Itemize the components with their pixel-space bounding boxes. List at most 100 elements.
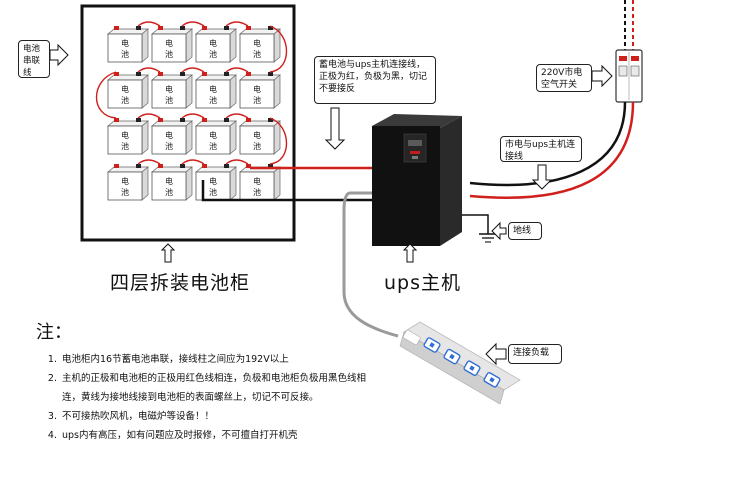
battery-label: 电 — [209, 176, 217, 186]
battery-icon: 电池 — [151, 164, 193, 201]
battery-label: 池 — [165, 95, 173, 105]
battery-label: 电 — [121, 38, 129, 48]
battery-label: 电 — [165, 130, 173, 140]
battery-label: 电 — [253, 84, 261, 94]
socket-icon — [423, 337, 441, 353]
battery-icon: 电池 — [107, 72, 149, 109]
battery-label: 电 — [121, 176, 129, 186]
callout-ground-wire: 地线 — [508, 222, 542, 240]
series-link-wire — [181, 159, 205, 165]
battery-label: 池 — [253, 49, 261, 59]
ground-wire — [460, 214, 489, 234]
series-link-wire — [225, 159, 249, 165]
battery-label: 池 — [253, 187, 261, 197]
power-strip-icon — [399, 321, 521, 405]
battery-label: 池 — [209, 95, 217, 105]
note-item: ups内有高压，如有问题应及时报修，不可擅自打开机壳 — [60, 426, 366, 445]
series-link-wire — [137, 67, 161, 73]
callout-battery-ups-wire: 蓄电池与ups主机连接线，正极为红，负极为黑，切记不要接反 — [314, 56, 436, 104]
down-arrow-icon — [324, 107, 553, 190]
series-row-wire — [269, 117, 288, 165]
battery-label: 电 — [165, 38, 173, 48]
ground-symbol-icon — [479, 233, 497, 243]
mains-live-wire — [469, 101, 635, 199]
battery-icon: 电池 — [107, 118, 149, 155]
battery-icon: 电池 — [239, 164, 281, 201]
caption-battery-cabinet: 四层拆装电池柜 — [110, 272, 251, 294]
series-row-wire — [269, 25, 288, 73]
battery-label: 电 — [121, 84, 129, 94]
battery-icon: 电池 — [151, 72, 193, 109]
battery-label: 池 — [253, 141, 261, 151]
series-link-wire — [181, 21, 205, 27]
battery-label: 池 — [121, 95, 129, 105]
socket-icon — [463, 360, 481, 376]
callout-breaker-switch: 220V市电空气开关 — [536, 64, 592, 92]
battery-label: 池 — [165, 141, 173, 151]
series-link-wire — [137, 159, 161, 165]
socket-icon — [483, 372, 501, 388]
battery-label: 池 — [165, 49, 173, 59]
battery-label: 池 — [209, 187, 217, 197]
battery-label: 电 — [165, 84, 173, 94]
battery-label: 池 — [209, 141, 217, 151]
notes-title: 注： — [36, 322, 72, 343]
battery-icon: 电池 — [239, 118, 281, 155]
battery-label: 池 — [253, 95, 261, 105]
battery-icon: 电池 — [195, 26, 237, 63]
battery-icon: 电池 — [195, 118, 237, 155]
series-link-wire — [225, 21, 249, 27]
callout-mains-ups-wire: 市电与ups主机连接线 — [500, 136, 582, 162]
battery-icon: 电池 — [107, 26, 149, 63]
series-link-wire — [137, 21, 161, 27]
series-link-wire — [181, 113, 205, 119]
battery-icon: 电池 — [239, 26, 281, 63]
ups-tower-icon — [372, 114, 462, 246]
battery-label: 池 — [209, 49, 217, 59]
battery-label: 电 — [253, 38, 261, 48]
battery-icon: 电池 — [151, 26, 193, 63]
series-link-wire — [181, 67, 205, 73]
notes-list: 电池柜内16节蓄电池串联，接线柱之间应为192V以上主机的正极和电池柜的正极用红… — [36, 350, 366, 445]
callout-load-connect: 连接负载 — [508, 344, 562, 364]
battery-label: 池 — [165, 187, 173, 197]
air-breaker-icon — [615, 49, 643, 103]
note-item: 主机的正极和电池柜的正极用红色线相连，负极和电池柜负极用黑色线相连，黄线为接地线… — [60, 369, 366, 407]
up-arrow-icon — [160, 243, 418, 263]
battery-icon: 电池 — [195, 164, 237, 201]
callout-series-wire: 电池串联线 — [18, 40, 50, 78]
battery-label: 池 — [121, 49, 129, 59]
battery-icon: 电池 — [195, 72, 237, 109]
right-arrow-icon — [591, 64, 613, 88]
battery-icon: 电池 — [151, 118, 193, 155]
series-link-wire — [225, 113, 249, 119]
series-row-wire — [95, 71, 117, 119]
battery-label: 池 — [121, 187, 129, 197]
battery-icon: 电池 — [239, 72, 281, 109]
battery-label: 电 — [165, 176, 173, 186]
notes-section: 注： 电池柜内16节蓄电池串联，接线柱之间应为192V以上主机的正极和电池柜的正… — [36, 322, 366, 445]
battery-label: 电 — [253, 176, 261, 186]
series-link-wire — [137, 113, 161, 119]
left-arrow-icon — [485, 342, 507, 366]
note-item: 不可接热吹风机，电磁炉等设备！！ — [60, 407, 366, 426]
battery-label: 池 — [121, 141, 129, 151]
battery-label: 电 — [209, 84, 217, 94]
right-arrow-icon — [49, 43, 69, 67]
battery-label: 电 — [253, 130, 261, 140]
note-item: 电池柜内16节蓄电池串联，接线柱之间应为192V以上 — [60, 350, 366, 369]
socket-icon — [443, 348, 461, 365]
battery-label: 电 — [209, 130, 217, 140]
battery-icon: 电池 — [107, 164, 149, 201]
left-arrow-icon — [491, 221, 507, 241]
caption-ups-host: ups主机 — [384, 272, 462, 294]
battery-label: 电 — [121, 130, 129, 140]
load-output-cable — [342, 191, 399, 338]
mains-neutral-wire — [469, 101, 627, 187]
battery-label: 电 — [209, 38, 217, 48]
series-link-wire — [225, 67, 249, 73]
negative-battery-wire — [201, 180, 376, 202]
series-wires — [95, 21, 288, 165]
